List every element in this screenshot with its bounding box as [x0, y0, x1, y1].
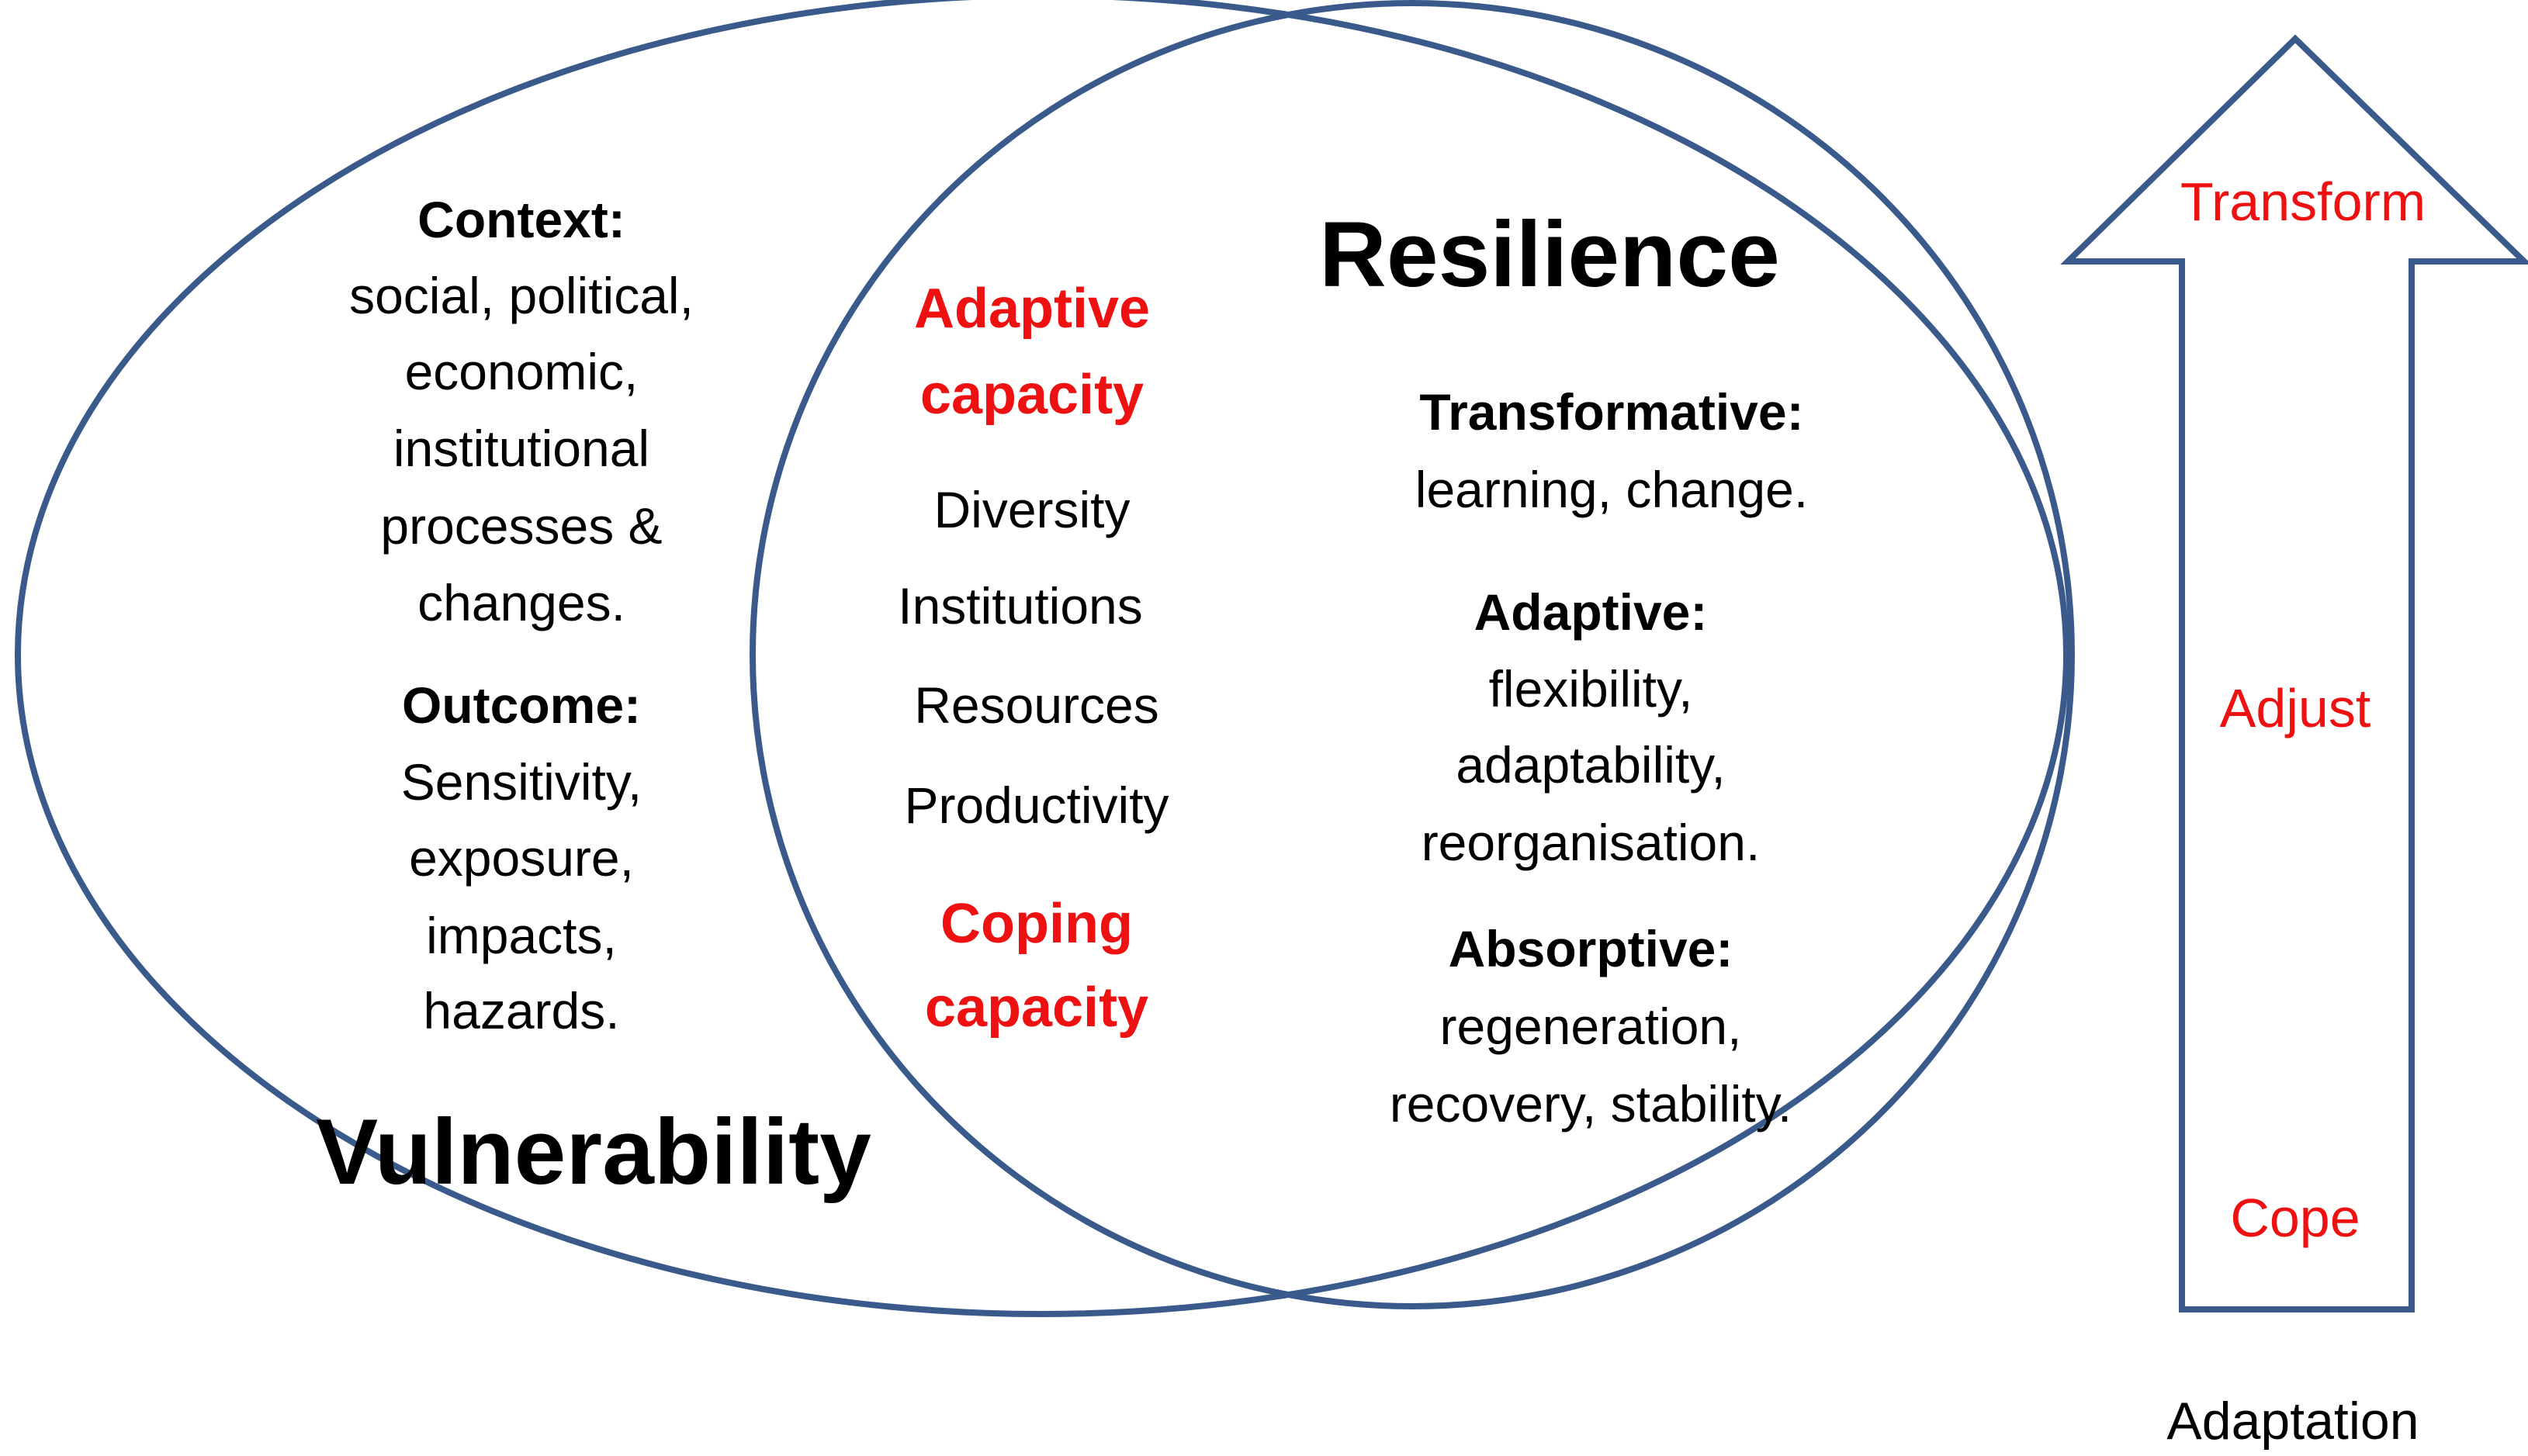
transform-label: Transform [2180, 171, 2426, 232]
adaptive-capacity-label: Adaptive [913, 278, 1151, 340]
overlap-item: Institutions [898, 577, 1143, 635]
vulnerability-title: Vulnerability [316, 1100, 871, 1204]
context-line: changes. [417, 574, 625, 631]
context-line: institutional [393, 420, 650, 477]
outcome-line: exposure, [409, 829, 634, 887]
adaptive-line: adaptability, [1456, 736, 1726, 794]
overlap-item: Resources [914, 676, 1159, 734]
resilience-circle [750, 0, 2075, 1309]
adaptive-capacity-label: capacity [919, 364, 1145, 426]
context-line: processes & [380, 497, 663, 555]
context-line: social, political, [349, 267, 694, 324]
transformative-line: learning, change. [1415, 461, 1809, 518]
outcome-line: hazards. [423, 982, 620, 1039]
coping-capacity-label: capacity [924, 977, 1149, 1039]
overlap-item: Productivity [904, 776, 1169, 834]
outcome-line: Sensitivity, [400, 753, 642, 811]
adaptation-arrow [2060, 34, 2528, 1312]
context-line: economic, [404, 343, 639, 400]
transformative-heading: Transformative: [1419, 383, 1804, 441]
overlap-item: Diversity [933, 481, 1131, 538]
vulnerability-circle [15, 0, 2069, 1317]
context-heading: Context: [417, 191, 625, 248]
resilience-title: Resilience [1319, 202, 1780, 306]
adaptive-line: reorganisation. [1421, 814, 1761, 871]
adaptation-caption: Adaptation [2166, 1392, 2419, 1451]
outcome-heading: Outcome: [401, 676, 642, 734]
adaptive-heading: Adaptive: [1474, 583, 1708, 641]
absorptive-heading: Absorptive: [1448, 920, 1733, 977]
adaptive-line: flexibility, [1488, 660, 1693, 718]
absorptive-line: regeneration, [1439, 998, 1742, 1055]
absorptive-line: recovery, stability. [1389, 1075, 1792, 1133]
coping-capacity-label: Coping [940, 893, 1133, 955]
adjust-label: Adjust [2219, 678, 2371, 738]
cope-label: Cope [2230, 1188, 2360, 1248]
outcome-line: impacts, [426, 907, 617, 964]
